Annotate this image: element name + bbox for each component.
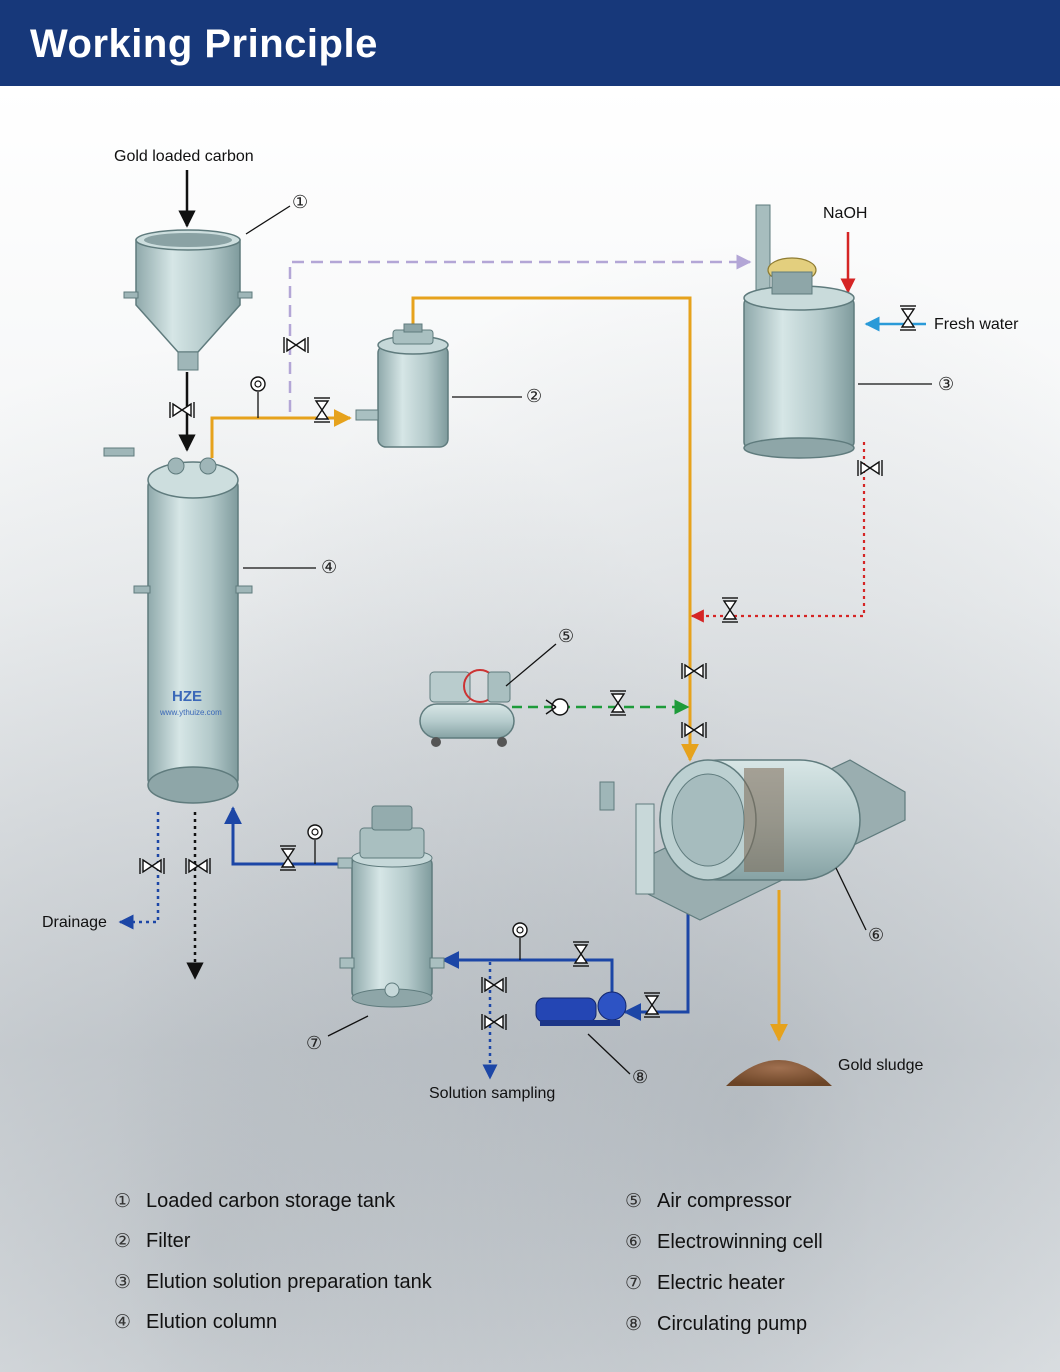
pressure-gauge-column <box>250 376 266 392</box>
legend-number: ⑦ <box>625 1272 643 1294</box>
legend-item: ① Loaded carbon storage tank <box>114 1190 395 1213</box>
legend-item: ⑧ Circulating pump <box>625 1313 807 1336</box>
equipment-number-5: ⑤ <box>558 626 575 647</box>
legend-label: Elution column <box>146 1311 278 1333</box>
legend-label: Air compressor <box>657 1190 792 1212</box>
drainage-valve[interactable] <box>139 857 165 875</box>
legend-number: ⑤ <box>625 1190 643 1212</box>
sampling-valve-2[interactable] <box>481 1013 507 1031</box>
electrowinning-cell <box>599 759 906 921</box>
filter-inlet-valve[interactable] <box>313 397 331 423</box>
legend-number: ④ <box>114 1311 132 1333</box>
loaded-carbon-storage-tank <box>123 229 253 371</box>
vent-valve[interactable] <box>283 336 309 354</box>
pipe-filter-to-cell <box>411 296 699 762</box>
drainage-line <box>118 812 160 930</box>
electric-heater <box>337 805 445 1008</box>
elution-column <box>103 447 253 804</box>
legend-label: Loaded carbon storage tank <box>146 1190 396 1212</box>
drainage-label: Drainage <box>42 914 107 931</box>
pressure-gauge-heater <box>307 824 323 840</box>
equipment-number-7: ⑦ <box>306 1033 323 1054</box>
leader-lines <box>243 205 932 1075</box>
circulating-pump <box>535 991 627 1026</box>
main-line-valve[interactable] <box>681 662 707 680</box>
legend-number: ② <box>114 1230 132 1252</box>
legend-item: ④ Elution column <box>114 1311 277 1334</box>
filter-vessel <box>355 323 449 448</box>
legend-number: ⑧ <box>625 1313 643 1335</box>
carbon-discharge-valve[interactable] <box>185 857 211 875</box>
gold-sludge-pile <box>726 1060 832 1086</box>
solution-sampling-label: Solution sampling <box>429 1085 556 1102</box>
air-compressor <box>419 669 515 747</box>
sampling-valve-1[interactable] <box>481 976 507 994</box>
carbon-inlet-valve[interactable] <box>169 401 195 419</box>
gold-sludge-label: Gold sludge <box>838 1057 924 1074</box>
pipe-pump-to-heater <box>441 951 614 992</box>
logo-mark: HZE <box>172 688 202 705</box>
air-valve[interactable] <box>609 690 627 716</box>
legend-item: ⑦ Electric heater <box>625 1272 785 1295</box>
pipe-heater-to-column <box>224 806 340 866</box>
prep-tank-outlet-valve[interactable] <box>857 459 883 477</box>
legend-label: Circulating pump <box>657 1313 808 1335</box>
equipment-number-8: ⑧ <box>632 1067 649 1088</box>
heater-inlet-valve[interactable] <box>572 941 590 967</box>
solution-supply-valve[interactable] <box>721 597 739 623</box>
legend-item: ⑥ Electrowinning cell <box>625 1231 823 1254</box>
legend-label: Elution solution preparation tank <box>146 1271 432 1293</box>
equipment-number-4: ④ <box>321 557 338 578</box>
fresh-water-label: Fresh water <box>934 316 1019 333</box>
legend-number: ① <box>114 1190 132 1212</box>
equipment-number-3: ③ <box>938 374 955 395</box>
legend-item: ⑤ Air compressor <box>625 1190 791 1213</box>
pressure-gauge-pump <box>512 922 528 938</box>
elution-solution-preparation-tank <box>743 204 855 459</box>
legend-item: ③ Elution solution preparation tank <box>114 1271 432 1294</box>
gold-loaded-carbon-label: Gold loaded carbon <box>114 148 254 165</box>
fresh-water-valve[interactable] <box>899 305 917 331</box>
legend-label: Electrowinning cell <box>657 1231 823 1253</box>
legend-item: ② Filter <box>114 1230 190 1253</box>
equipment-number-6: ⑥ <box>868 925 885 946</box>
pump-inlet-valve[interactable] <box>643 992 661 1018</box>
legend-label: Filter <box>146 1230 191 1252</box>
cell-inlet-valve[interactable] <box>681 721 707 739</box>
naoh-label: NaOH <box>823 205 868 222</box>
check-valve-icon <box>545 698 569 716</box>
legend-number: ③ <box>114 1271 132 1293</box>
equipment-number-2: ② <box>526 386 543 407</box>
header-bar: Working Principle <box>0 0 1060 86</box>
pipe-cell-to-pump <box>623 880 690 1021</box>
page-title: Working Principle <box>30 22 378 66</box>
vent-line <box>288 254 752 412</box>
pipe-solution-supply <box>690 442 866 623</box>
legend-label: Electric heater <box>657 1272 785 1294</box>
heater-outlet-valve[interactable] <box>279 845 297 871</box>
equipment-number-1: ① <box>292 192 309 213</box>
pipe-column-to-filter <box>210 409 352 458</box>
logo-url: www.ythuize.com <box>160 708 222 717</box>
legend-number: ⑥ <box>625 1231 643 1253</box>
